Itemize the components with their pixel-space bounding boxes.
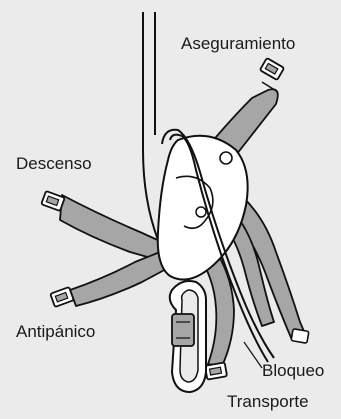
label-bloqueo: Bloqueo bbox=[262, 362, 324, 379]
label-aseguramiento: Aseguramiento bbox=[181, 35, 295, 52]
label-antipanico: Antipánico bbox=[16, 323, 95, 340]
carabiner bbox=[170, 281, 206, 392]
device-body bbox=[158, 136, 248, 280]
handle-descenso bbox=[41, 191, 162, 260]
rope bbox=[143, 12, 158, 240]
handle-antipanico bbox=[50, 252, 168, 307]
label-descenso: Descenso bbox=[16, 155, 92, 172]
label-transporte: Transporte bbox=[227, 393, 309, 410]
